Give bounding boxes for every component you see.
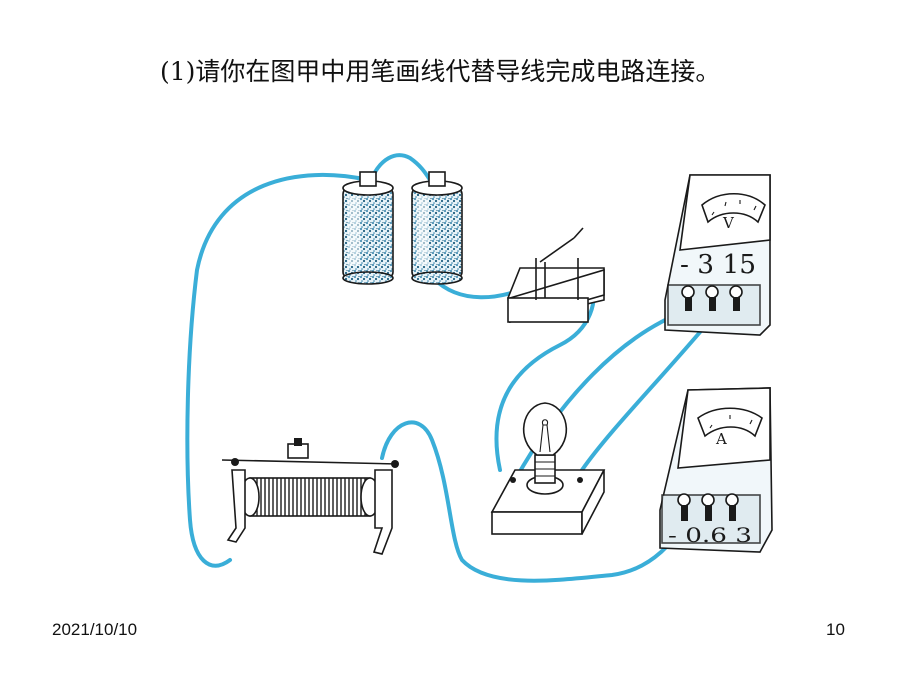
switch-icon: [507, 227, 605, 324]
voltmeter-symbol: V: [722, 214, 735, 232]
battery-icon: [411, 171, 463, 285]
battery-icon: [342, 171, 394, 285]
wire-bulb-to-ammeter: [580, 316, 714, 472]
voltmeter-terminal-labels: - 3 15: [680, 250, 756, 280]
voltmeter-icon: V - 3 15: [664, 174, 771, 336]
ammeter-terminal-labels: - 0.6 3: [668, 523, 752, 547]
wire-left-loop: [185, 173, 370, 568]
wire-rheostat-to-bulb: [380, 420, 690, 583]
bulb-icon: [490, 402, 606, 535]
slide-date: 2021/10/10: [52, 620, 138, 639]
slide-title: (1)请你在图甲中用笔画线代替导线完成电路连接。: [160, 57, 721, 86]
ammeter-symbol: A: [715, 430, 727, 448]
page-number: 10: [826, 620, 845, 639]
wire-battery-link: [370, 153, 432, 182]
ammeter-icon: A - 0.6 3: [659, 387, 773, 553]
rheostat-icon: [221, 438, 399, 555]
